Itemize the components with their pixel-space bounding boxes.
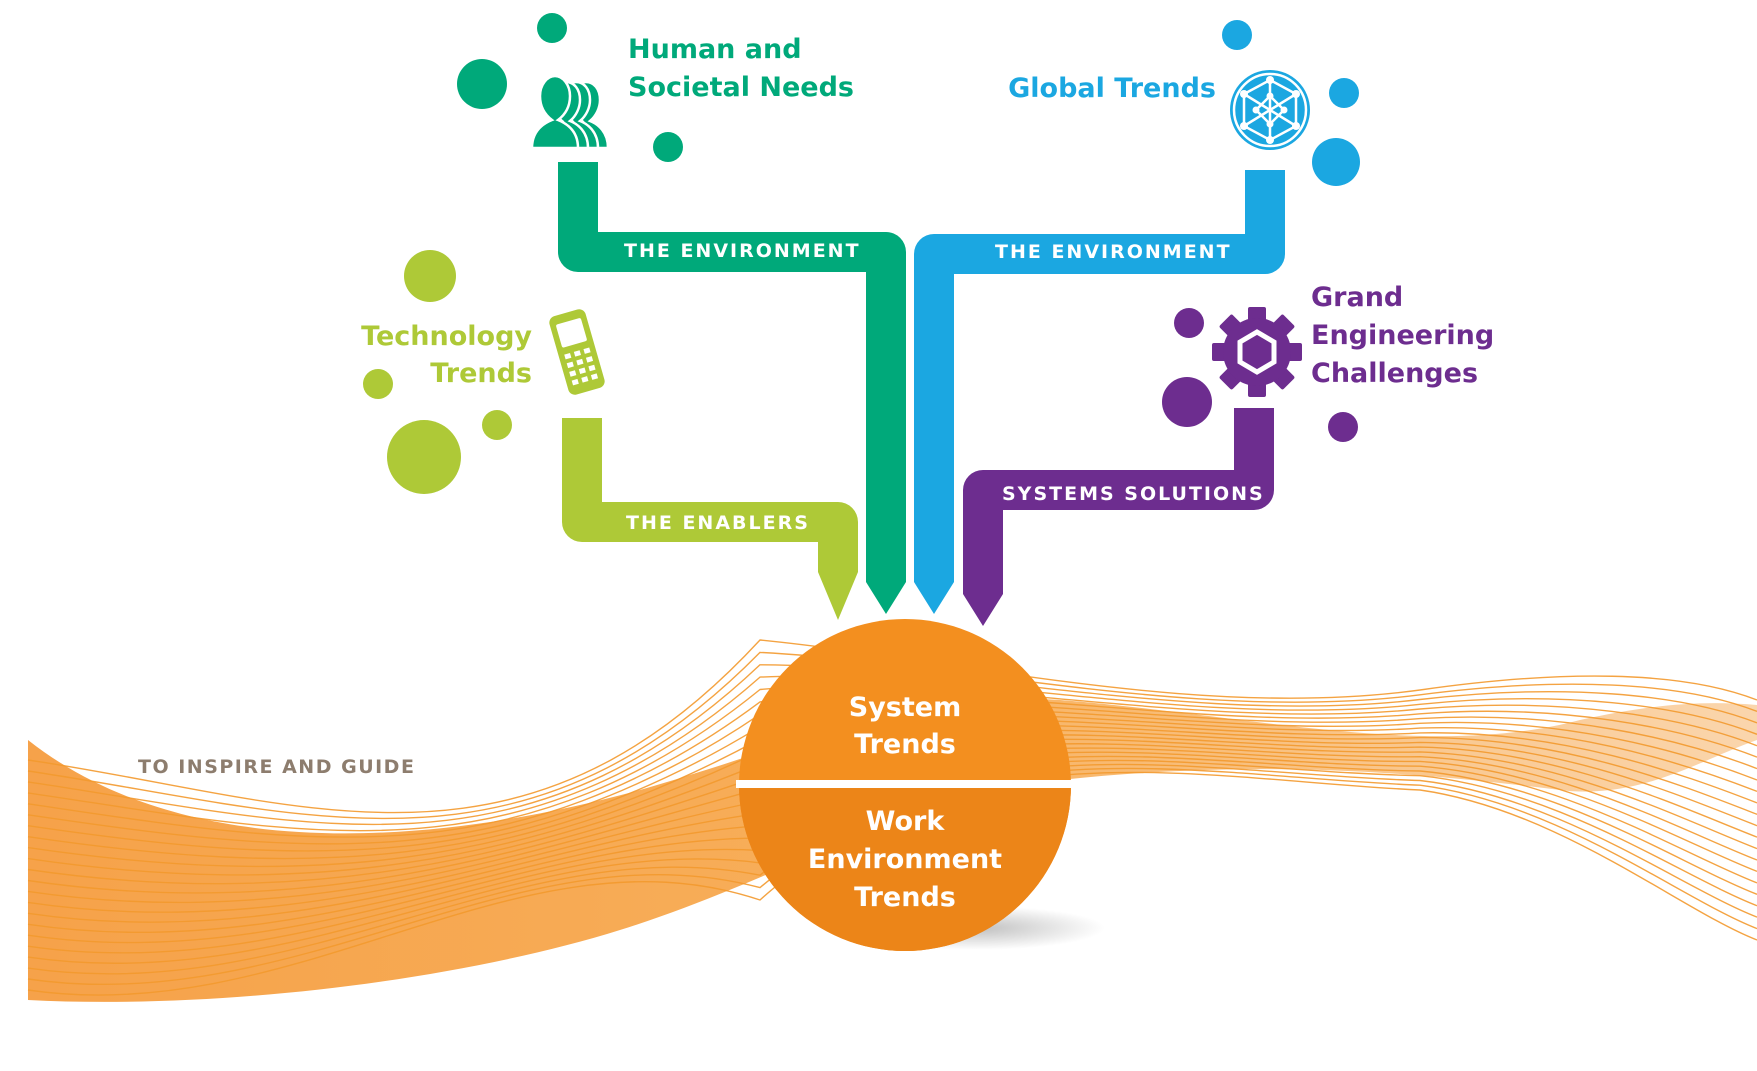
hub: System Trends Work Environment Trends — [736, 619, 1105, 951]
dot — [482, 410, 512, 440]
lime-arrow — [818, 572, 858, 620]
dot — [363, 369, 393, 399]
dot — [1162, 377, 1212, 427]
lime-dots — [363, 250, 512, 494]
band-label-global: THE ENVIRONMENT — [995, 241, 1232, 263]
band-human: THE ENVIRONMENT — [558, 162, 906, 614]
hub-bottom-line2: Environment — [808, 844, 1002, 875]
hub-bottom-line3: Trends — [854, 882, 956, 913]
blue-pipe — [914, 170, 1285, 582]
hub-top-line2: Trends — [854, 729, 956, 760]
gear-icon — [1212, 307, 1302, 397]
mobile-phone-icon — [546, 306, 608, 398]
people-icon — [530, 74, 610, 150]
green-arrow — [866, 582, 906, 614]
node-human-line1: Human and — [628, 34, 802, 65]
wave-fill — [28, 698, 1757, 1002]
blue-dots — [1222, 20, 1360, 186]
dot — [1328, 412, 1358, 442]
node-engineering-line1: Grand — [1311, 282, 1403, 313]
node-human-line2: Societal Needs — [628, 72, 854, 103]
dot — [457, 59, 507, 109]
lime-pipe — [562, 418, 858, 572]
dot — [653, 132, 683, 162]
dot — [387, 420, 461, 494]
node-global-label: Global Trends — [1008, 73, 1216, 104]
hub-bottom-line1: Work — [866, 806, 946, 837]
node-technology-label: Technology Trends — [361, 321, 532, 389]
hub-lower-half — [739, 785, 1071, 951]
hub-top-line1: System — [849, 692, 961, 723]
green-dots — [457, 13, 683, 162]
purple-pipe — [963, 408, 1274, 594]
node-engineering-label: Grand Engineering Challenges — [1311, 282, 1494, 389]
dot — [1222, 20, 1252, 50]
node-engineering-line3: Challenges — [1311, 358, 1478, 389]
band-engineering: SYSTEMS SOLUTIONS — [963, 408, 1274, 626]
band-label-engineering: SYSTEMS SOLUTIONS — [1002, 483, 1265, 505]
band-technology: THE ENABLERS — [562, 418, 858, 620]
tagline: TO INSPIRE AND GUIDE — [138, 756, 415, 778]
dot — [1329, 78, 1359, 108]
band-label-human: THE ENVIRONMENT — [624, 240, 861, 262]
dot — [1174, 308, 1204, 338]
node-technology-line2: Trends — [430, 358, 532, 389]
hub-divider — [736, 780, 1074, 788]
node-global-line1: Global Trends — [1008, 73, 1216, 104]
globe-network-icon — [1230, 70, 1310, 150]
dot — [1312, 138, 1360, 186]
dot — [537, 13, 567, 43]
band-global: THE ENVIRONMENT — [914, 170, 1285, 614]
purple-dots — [1162, 308, 1358, 442]
node-technology-line1: Technology — [361, 321, 532, 352]
dot — [404, 250, 456, 302]
green-pipe — [558, 162, 906, 582]
blue-arrow — [914, 582, 954, 614]
node-engineering-line2: Engineering — [1311, 320, 1494, 351]
purple-arrow — [963, 594, 1003, 626]
band-label-technology: THE ENABLERS — [626, 512, 810, 534]
node-human-label: Human and Societal Needs — [628, 34, 854, 103]
